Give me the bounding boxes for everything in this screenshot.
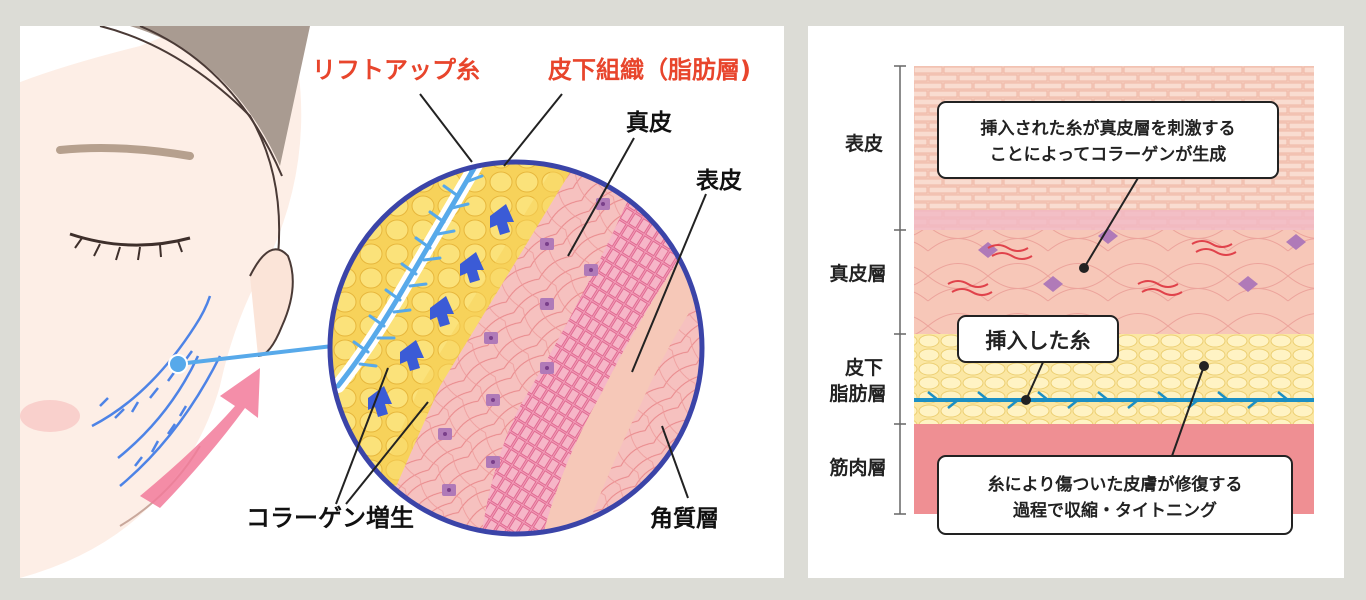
collagen-arrows-icon xyxy=(368,204,514,417)
label-epidermis: 表皮 xyxy=(696,168,742,194)
layer-label-fat-line1: 皮下 xyxy=(845,356,883,379)
eyebrow xyxy=(56,144,194,160)
layer-labels: 表皮 真皮層 皮下 脂肪層 筋肉層 xyxy=(829,132,886,479)
right-layer-diagram-panel: 表皮 真皮層 皮下 脂肪層 筋肉層 挿入された糸が真皮層を刺激する ことによって… xyxy=(808,26,1344,578)
left-illustration-panel: リフトアップ糸 皮下組織（脂肪層) 真皮 表皮 コラーゲン増生 角質層 xyxy=(20,26,784,578)
label-collagen: コラーゲン増生 xyxy=(246,504,414,532)
dermis-cells-right xyxy=(978,228,1306,292)
magnified-skin-circle xyxy=(330,162,702,534)
callout-top-line2: ことによってコラーゲンが生成 xyxy=(990,144,1227,165)
label-subcutaneous: 皮下組織（脂肪層) xyxy=(548,56,751,84)
label-stratum-corneum: 角質層 xyxy=(650,505,719,532)
barbed-thread xyxy=(331,162,493,393)
pointer-lines xyxy=(1025,177,1205,457)
dermis-cells xyxy=(438,198,610,496)
face-threads xyxy=(91,295,222,487)
label-lift-thread: リフトアップ糸 xyxy=(312,56,480,84)
collagen-marks xyxy=(947,240,1237,296)
zoom-connector xyxy=(177,342,351,366)
face-thread-lift-illustration: リフトアップ糸 皮下組織（脂肪層) 真皮 表皮 コラーゲン増生 角質層 xyxy=(20,26,751,578)
label-dermis: 真皮 xyxy=(626,109,672,136)
callout-top: 挿入された糸が真皮層を刺激する ことによってコラーゲンが生成 xyxy=(937,101,1279,179)
layer-label-epidermis: 表皮 xyxy=(845,132,883,155)
layer-bracket xyxy=(894,65,906,515)
callout-bottom-line2: 過程で収縮・タイトニング xyxy=(1013,500,1217,521)
callout-bottom-line1: 糸により傷ついた皮膚が修復する xyxy=(988,474,1243,495)
callout-top-line1: 挿入された糸が真皮層を刺激する xyxy=(981,118,1236,139)
zoom-point xyxy=(168,354,188,374)
callout-bottom: 糸により傷ついた皮膚が修復する 過程で収縮・タイトニング xyxy=(937,455,1293,535)
layer-label-muscle: 筋肉層 xyxy=(829,456,886,479)
closed-eye xyxy=(69,232,191,247)
callout-middle: 挿入した糸 xyxy=(957,315,1119,363)
skin-layer-diagram: 表皮 真皮層 皮下 脂肪層 筋肉層 挿入された糸が真皮層を刺激する ことによって… xyxy=(829,65,1314,535)
callout-middle-text: 挿入した糸 xyxy=(986,329,1091,353)
leader-lines xyxy=(335,93,707,505)
layer-label-fat-line2: 脂肪層 xyxy=(829,382,886,405)
inserted-thread xyxy=(914,391,1314,409)
lift-up-arrow-icon xyxy=(140,368,260,508)
layer-label-dermis: 真皮層 xyxy=(829,262,886,285)
